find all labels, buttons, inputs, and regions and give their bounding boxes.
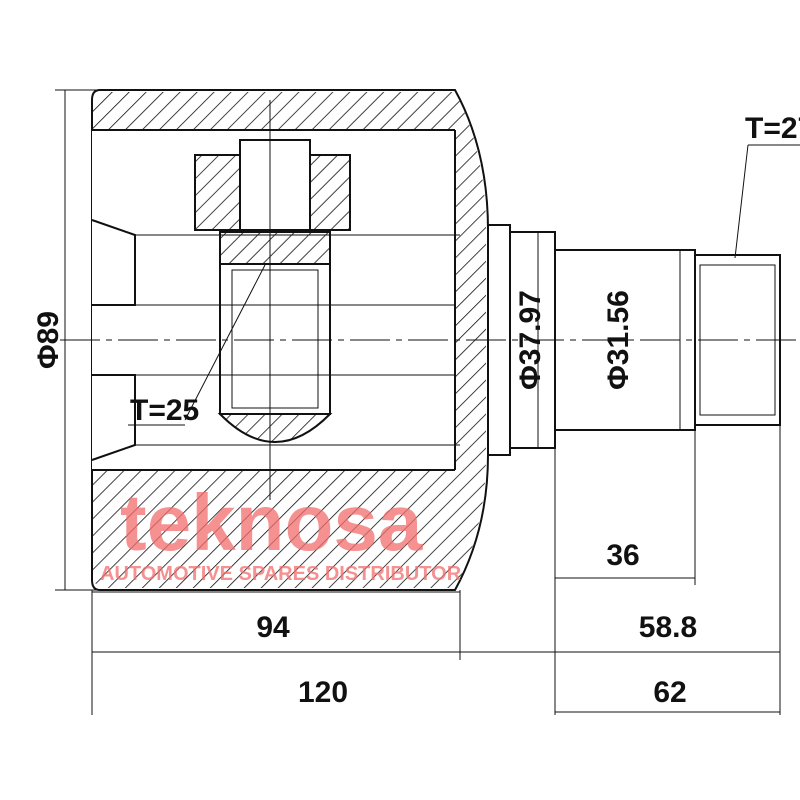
collar-diameter-label: Φ37.97 — [514, 290, 547, 390]
outer-spline-label: T=27 — [745, 112, 800, 145]
stub-to-end-label: 58.8 — [639, 611, 697, 644]
dimension-lines — [55, 89, 800, 715]
watermark-logo: teknosa AUTOMOTIVE SPARES DISTRIBUTOR — [100, 478, 462, 585]
stub-length-label: 62 — [653, 676, 686, 709]
inner-spline-label: T=25 — [130, 394, 199, 427]
watermark-brand: teknosa — [120, 478, 423, 567]
shaft-diameter-label: Φ31.56 — [602, 290, 635, 390]
housing-length-label: 94 — [256, 611, 290, 644]
shaft-segment-label: 36 — [606, 539, 639, 572]
watermark-tagline: AUTOMOTIVE SPARES DISTRIBUTOR — [100, 563, 462, 585]
outer-diameter-label: Φ89 — [32, 311, 65, 369]
housing — [91, 89, 489, 591]
overall-length-label: 120 — [298, 676, 348, 709]
